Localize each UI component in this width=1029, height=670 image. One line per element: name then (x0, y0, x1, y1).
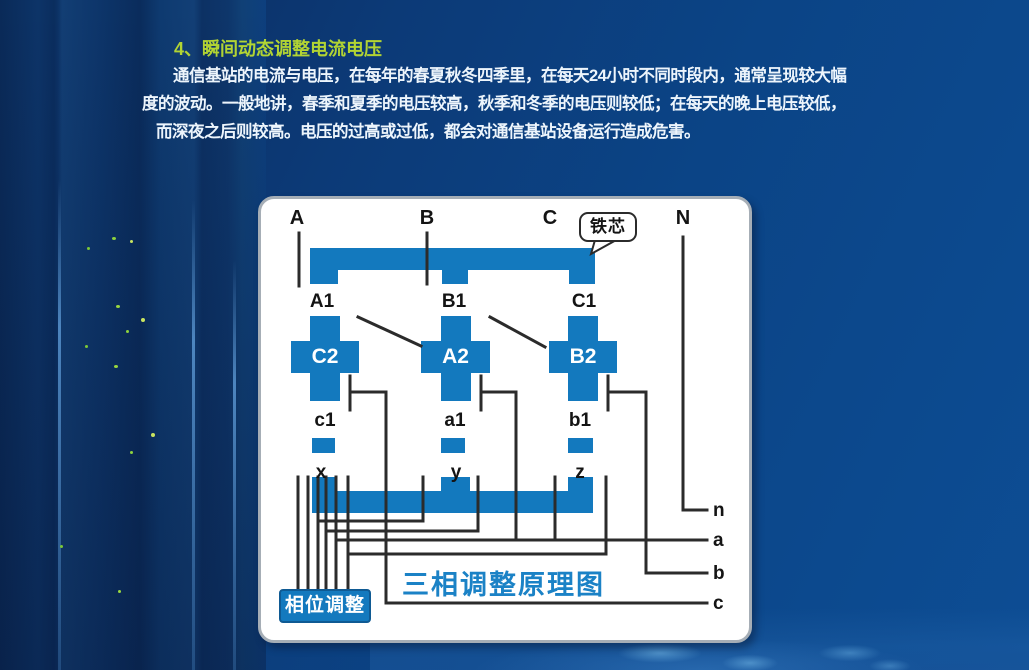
server-rack-background (0, 0, 266, 670)
iron-core-callout: 铁芯 (579, 212, 637, 242)
wiring-layer (296, 231, 709, 605)
led-dot (126, 330, 129, 333)
led-dot (112, 237, 116, 240)
winding-end-label-y: y (450, 462, 462, 483)
diagram-title: 三相调整原理图 (402, 570, 605, 600)
winding-end-label-x: x (315, 462, 327, 483)
section-heading: 4、瞬间动态调整电流电压 (174, 39, 383, 59)
led-dot (85, 345, 88, 348)
bottom-yoke-leg (441, 477, 470, 491)
winding-end-label-z: z (575, 462, 585, 483)
led-dot (87, 247, 90, 250)
top-yoke-leg (569, 270, 595, 284)
phase-adjust-box: 相位调整 (279, 589, 371, 623)
input-terminal-label-N: N (675, 207, 691, 229)
top-yoke-bar (310, 248, 595, 270)
secondary-tap-label-a1: a1 (444, 410, 466, 431)
rack-edge-highlight (192, 200, 195, 670)
led-dot (151, 433, 155, 437)
led-dot (60, 545, 63, 548)
input-terminal-label-B: B (419, 207, 435, 229)
led-dot (116, 305, 120, 308)
winding-block-label-C2: C2 (311, 345, 339, 368)
input-terminal-label-A: A (289, 207, 305, 229)
led-dot (141, 318, 145, 322)
top-yoke-leg (442, 270, 468, 284)
rack-edge-highlight (58, 180, 61, 670)
schematic-card: A B C N A1 B1 C1 C2 A2 B2 c1 a1 b1 x y z… (258, 196, 752, 643)
input-terminal-label-C: C (542, 207, 558, 229)
bottom-yoke-leg (568, 477, 593, 491)
primary-tap-label-C1: C1 (571, 291, 597, 312)
led-dot (118, 590, 121, 593)
primary-tap-label-A1: A1 (309, 291, 335, 312)
bottom-yoke-bar (312, 491, 593, 513)
led-dot (130, 451, 133, 454)
winding-limb-horizontal (421, 341, 490, 373)
body-text-line: 通信基站的电流与电压，在每年的春夏秋冬四季里，在每天24小时不同时段内，通常呈现… (173, 67, 847, 85)
body-text-line: 度的波动。一般地讲，春季和夏季的电压较高，秋季和冬季的电压则较低；在每天的晚上电… (142, 95, 847, 113)
winding-segment (312, 438, 335, 453)
winding-limb-horizontal (549, 341, 617, 373)
secondary-tap-label-c1: c1 (314, 410, 336, 431)
secondary-tap-label-b1: b1 (568, 410, 592, 431)
primary-tap-label-B1: B1 (441, 291, 467, 312)
winding-segment (441, 438, 465, 453)
output-terminal-label-c: c (713, 593, 724, 614)
winding-block-label-A2: A2 (442, 345, 469, 368)
led-dot (130, 240, 133, 243)
output-terminal-label-a: a (713, 530, 724, 551)
rack-edge-highlight (233, 260, 236, 670)
output-terminal-label-b: b (713, 563, 725, 584)
led-dot (114, 365, 118, 368)
winding-limb-horizontal (291, 341, 359, 373)
body-text-line: 而深夜之后则较高。电压的过高或过低，都会对通信基站设备运行造成危害。 (156, 123, 701, 141)
winding-block-label-B2: B2 (569, 345, 597, 368)
winding-segment (568, 438, 593, 453)
output-terminal-label-n: n (713, 500, 725, 521)
top-yoke-leg (310, 270, 338, 284)
